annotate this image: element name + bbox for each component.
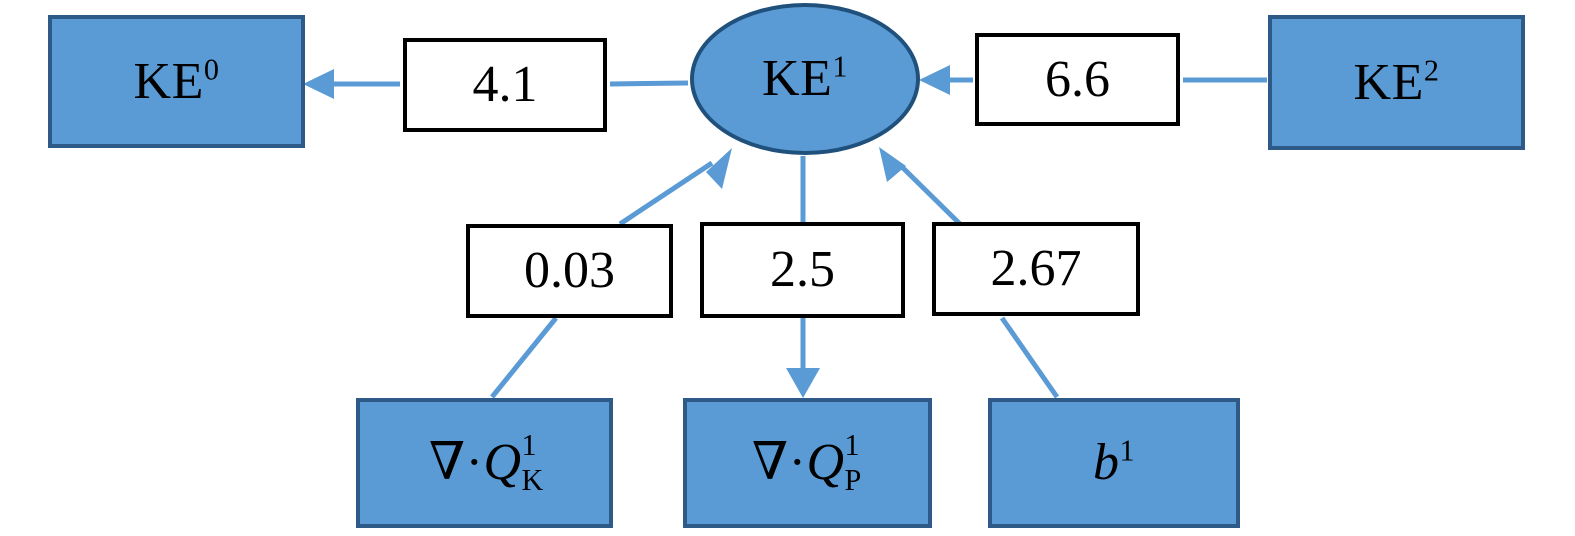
value-box-0-03[interactable]: 0.03 [466,224,673,318]
value-box-2-67[interactable]: 2.67 [932,222,1140,316]
value-label-2-5: 2.5 [770,241,835,298]
value-label-0-03: 0.03 [524,242,615,299]
node-ke1-label: KE1 [762,49,848,107]
value-label-6-6: 6.6 [1045,50,1110,108]
node-b1[interactable]: b1 [988,398,1240,528]
node-ke1[interactable]: KE1 [690,3,920,155]
node-ke0-label: KE0 [133,52,220,110]
node-b1-label: b1 [1092,433,1136,491]
value-box-2-5[interactable]: 2.5 [700,222,905,318]
node-ke2[interactable]: KE2 [1268,15,1525,150]
value-box-6-6[interactable]: 6.6 [975,33,1180,126]
value-box-4-1[interactable]: 4.1 [403,38,607,132]
node-ke0[interactable]: KE0 [48,15,305,148]
node-ke2-label: KE2 [1353,53,1440,111]
value-label-4-1: 4.1 [472,56,538,113]
value-label-2-67: 2.67 [990,240,1082,297]
